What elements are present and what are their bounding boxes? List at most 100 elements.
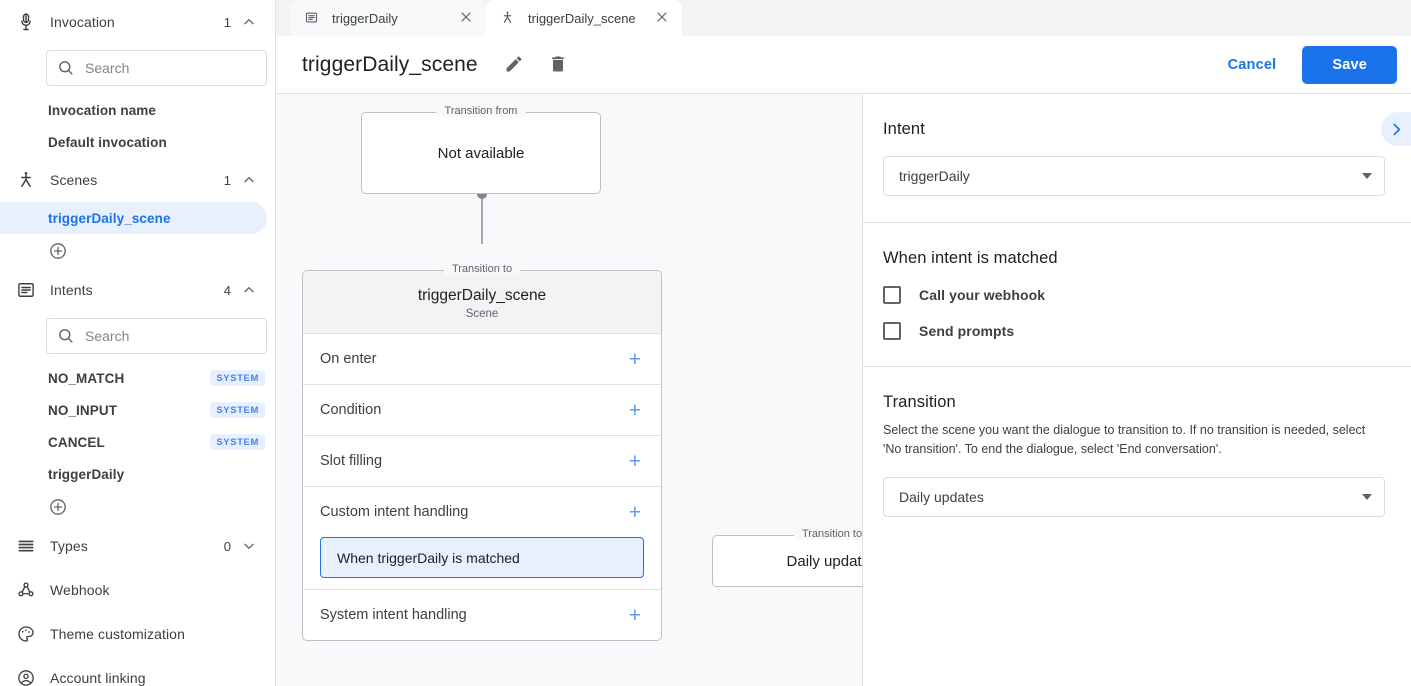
- intents-search-box[interactable]: [46, 318, 267, 354]
- tab-triggerdaily[interactable]: triggerDaily: [290, 0, 486, 36]
- add-icon[interactable]: +: [628, 603, 641, 627]
- close-icon[interactable]: [458, 9, 476, 27]
- plus-circle-icon: [48, 497, 68, 517]
- sidebar-group-invocation[interactable]: Invocation 1: [0, 0, 275, 44]
- chevron-right-icon[interactable]: [1381, 112, 1411, 146]
- scene-node-title: triggerDaily_scene: [417, 287, 547, 304]
- scene-row-slot-filling[interactable]: Slot filling +: [303, 435, 661, 486]
- custom-intent-chip-wrap: When triggerDaily is matched: [303, 537, 661, 589]
- sidebar-item-label: Theme customization: [50, 626, 185, 642]
- transition-section-title: Transition: [883, 393, 956, 411]
- checkbox-box[interactable]: [883, 286, 901, 304]
- sidebar-item-label: triggerDaily_scene: [48, 210, 171, 226]
- scene-row-label: System intent handling: [320, 607, 467, 623]
- scene-node: Transition to triggerDaily_scene Scene O…: [302, 263, 662, 641]
- properties-panel: Intent triggerDaily When intent is match…: [863, 94, 1411, 686]
- transition-select-value: Daily updates: [899, 488, 984, 505]
- sidebar-item-label: Webhook: [50, 582, 110, 598]
- sidebar-item-cancel[interactable]: CANCEL SYSTEM: [0, 426, 275, 458]
- sidebar-item-no-match[interactable]: NO_MATCH SYSTEM: [0, 362, 275, 394]
- scene-branch-icon: [500, 10, 516, 26]
- plus-circle-icon: [48, 241, 68, 261]
- webhook-nodes-icon: [14, 578, 38, 602]
- save-button[interactable]: Save: [1302, 45, 1397, 84]
- scene-row-condition[interactable]: Condition +: [303, 384, 661, 435]
- intents-search-input[interactable]: [85, 328, 256, 344]
- checkbox-call-your-webhook[interactable]: Call your webhook: [883, 286, 1385, 304]
- scene-row-label: On enter: [320, 351, 377, 367]
- chevron-down-icon: [1362, 493, 1372, 500]
- intent-handler-chip[interactable]: When triggerDaily is matched: [320, 537, 644, 578]
- tab-triggerdaily-scene[interactable]: triggerDaily_scene: [486, 0, 682, 36]
- scene-row-system-intent-handling[interactable]: System intent handling +: [303, 589, 661, 640]
- checkbox-send-prompts[interactable]: Send prompts: [883, 322, 1385, 340]
- checkbox-label: Call your webhook: [919, 287, 1046, 303]
- transition-target-legend: Transition to: [793, 528, 862, 540]
- cancel-button[interactable]: Cancel: [1227, 56, 1277, 73]
- content-area: triggerDaily triggerDaily_scene: [276, 0, 1411, 686]
- pencil-icon[interactable]: [504, 54, 526, 76]
- sidebar-item-no-input[interactable]: NO_INPUT SYSTEM: [0, 394, 275, 426]
- sidebar-group-types[interactable]: Types 0: [0, 524, 275, 568]
- account-circle-icon: [14, 666, 38, 686]
- intent-list-icon: [304, 10, 320, 26]
- scene-row-on-enter[interactable]: On enter +: [303, 333, 661, 384]
- transition-from-value: Not available: [437, 144, 525, 162]
- add-scene-button[interactable]: [0, 234, 275, 268]
- sidebar-item-label: Invocation name: [48, 102, 157, 118]
- sidebar-item-invocation-name[interactable]: Invocation name: [0, 94, 275, 126]
- transition-from-node[interactable]: Transition from Not available: [361, 105, 601, 194]
- trash-icon[interactable]: [548, 54, 570, 76]
- sidebar-item-webhook[interactable]: Webhook: [0, 568, 275, 612]
- when-intent-matched-section: When intent is matched Call your webhook…: [863, 223, 1411, 367]
- microphone-icon: [14, 10, 38, 34]
- sidebar-item-theme-customization[interactable]: Theme customization: [0, 612, 275, 656]
- add-icon[interactable]: +: [628, 449, 641, 473]
- sidebar-group-intents[interactable]: Intents 4: [0, 268, 275, 312]
- sidebar-group-count: 4: [223, 282, 231, 298]
- scene-row-custom-intent-handling[interactable]: Custom intent handling +: [303, 486, 661, 537]
- add-intent-button[interactable]: [0, 490, 275, 524]
- invocation-search-wrap: [0, 44, 275, 94]
- tab-label: triggerDaily_scene: [528, 10, 636, 26]
- sidebar-group-count: 0: [223, 538, 231, 554]
- transition-select[interactable]: Daily updates: [883, 476, 1385, 517]
- scene-row-label: Slot filling: [320, 453, 383, 469]
- sidebar-item-account-linking[interactable]: Account linking: [0, 656, 275, 686]
- when-intent-matched-title: When intent is matched: [883, 249, 1058, 267]
- add-icon[interactable]: +: [628, 500, 641, 524]
- intents-search-wrap: [0, 312, 275, 362]
- checkbox-box[interactable]: [883, 322, 901, 340]
- tab-bar: triggerDaily triggerDaily_scene: [276, 0, 1411, 36]
- scene-row-label: Condition: [320, 402, 382, 418]
- sidebar-item-label: triggerDaily: [48, 466, 125, 482]
- transition-target-value: Daily updates: [786, 552, 862, 570]
- page-title: triggerDaily_scene: [302, 52, 478, 76]
- transition-target-node[interactable]: Transition to Daily updates: [712, 528, 862, 587]
- sidebar-item-default-invocation[interactable]: Default invocation: [0, 126, 275, 158]
- sidebar-group-label: Scenes: [50, 172, 98, 188]
- sidebar-item-triggerdaily-scene[interactable]: triggerDaily_scene: [0, 202, 267, 234]
- sidebar-group-count: 1: [223, 172, 231, 188]
- add-icon[interactable]: +: [628, 398, 641, 422]
- sidebar-item-label: CANCEL: [48, 434, 105, 450]
- chevron-down-icon: [1362, 173, 1372, 179]
- sidebar-item-triggerdaily[interactable]: triggerDaily: [0, 458, 275, 490]
- sidebar-group-label: Intents: [50, 282, 93, 298]
- types-lines-icon: [14, 534, 38, 558]
- sidebar-item-label: NO_INPUT: [48, 402, 118, 418]
- invocation-search-box[interactable]: [46, 50, 267, 86]
- scene-canvas[interactable]: Transition from Not available Transition…: [276, 94, 863, 686]
- sidebar-group-count: 1: [223, 14, 231, 30]
- intent-select[interactable]: triggerDaily: [883, 156, 1385, 196]
- invocation-search-input[interactable]: [85, 60, 256, 76]
- sidebar-group-scenes[interactable]: Scenes 1: [0, 158, 275, 202]
- intent-select-value: triggerDaily: [899, 168, 970, 184]
- palette-icon: [14, 622, 38, 646]
- transition-from-legend: Transition from: [436, 105, 526, 117]
- add-icon[interactable]: +: [628, 347, 641, 371]
- scene-node-subtitle: Scene: [465, 308, 499, 320]
- close-icon[interactable]: [654, 9, 672, 27]
- chevron-down-icon: [241, 538, 257, 554]
- transition-section-description: Select the scene you want the dialogue t…: [883, 423, 1366, 457]
